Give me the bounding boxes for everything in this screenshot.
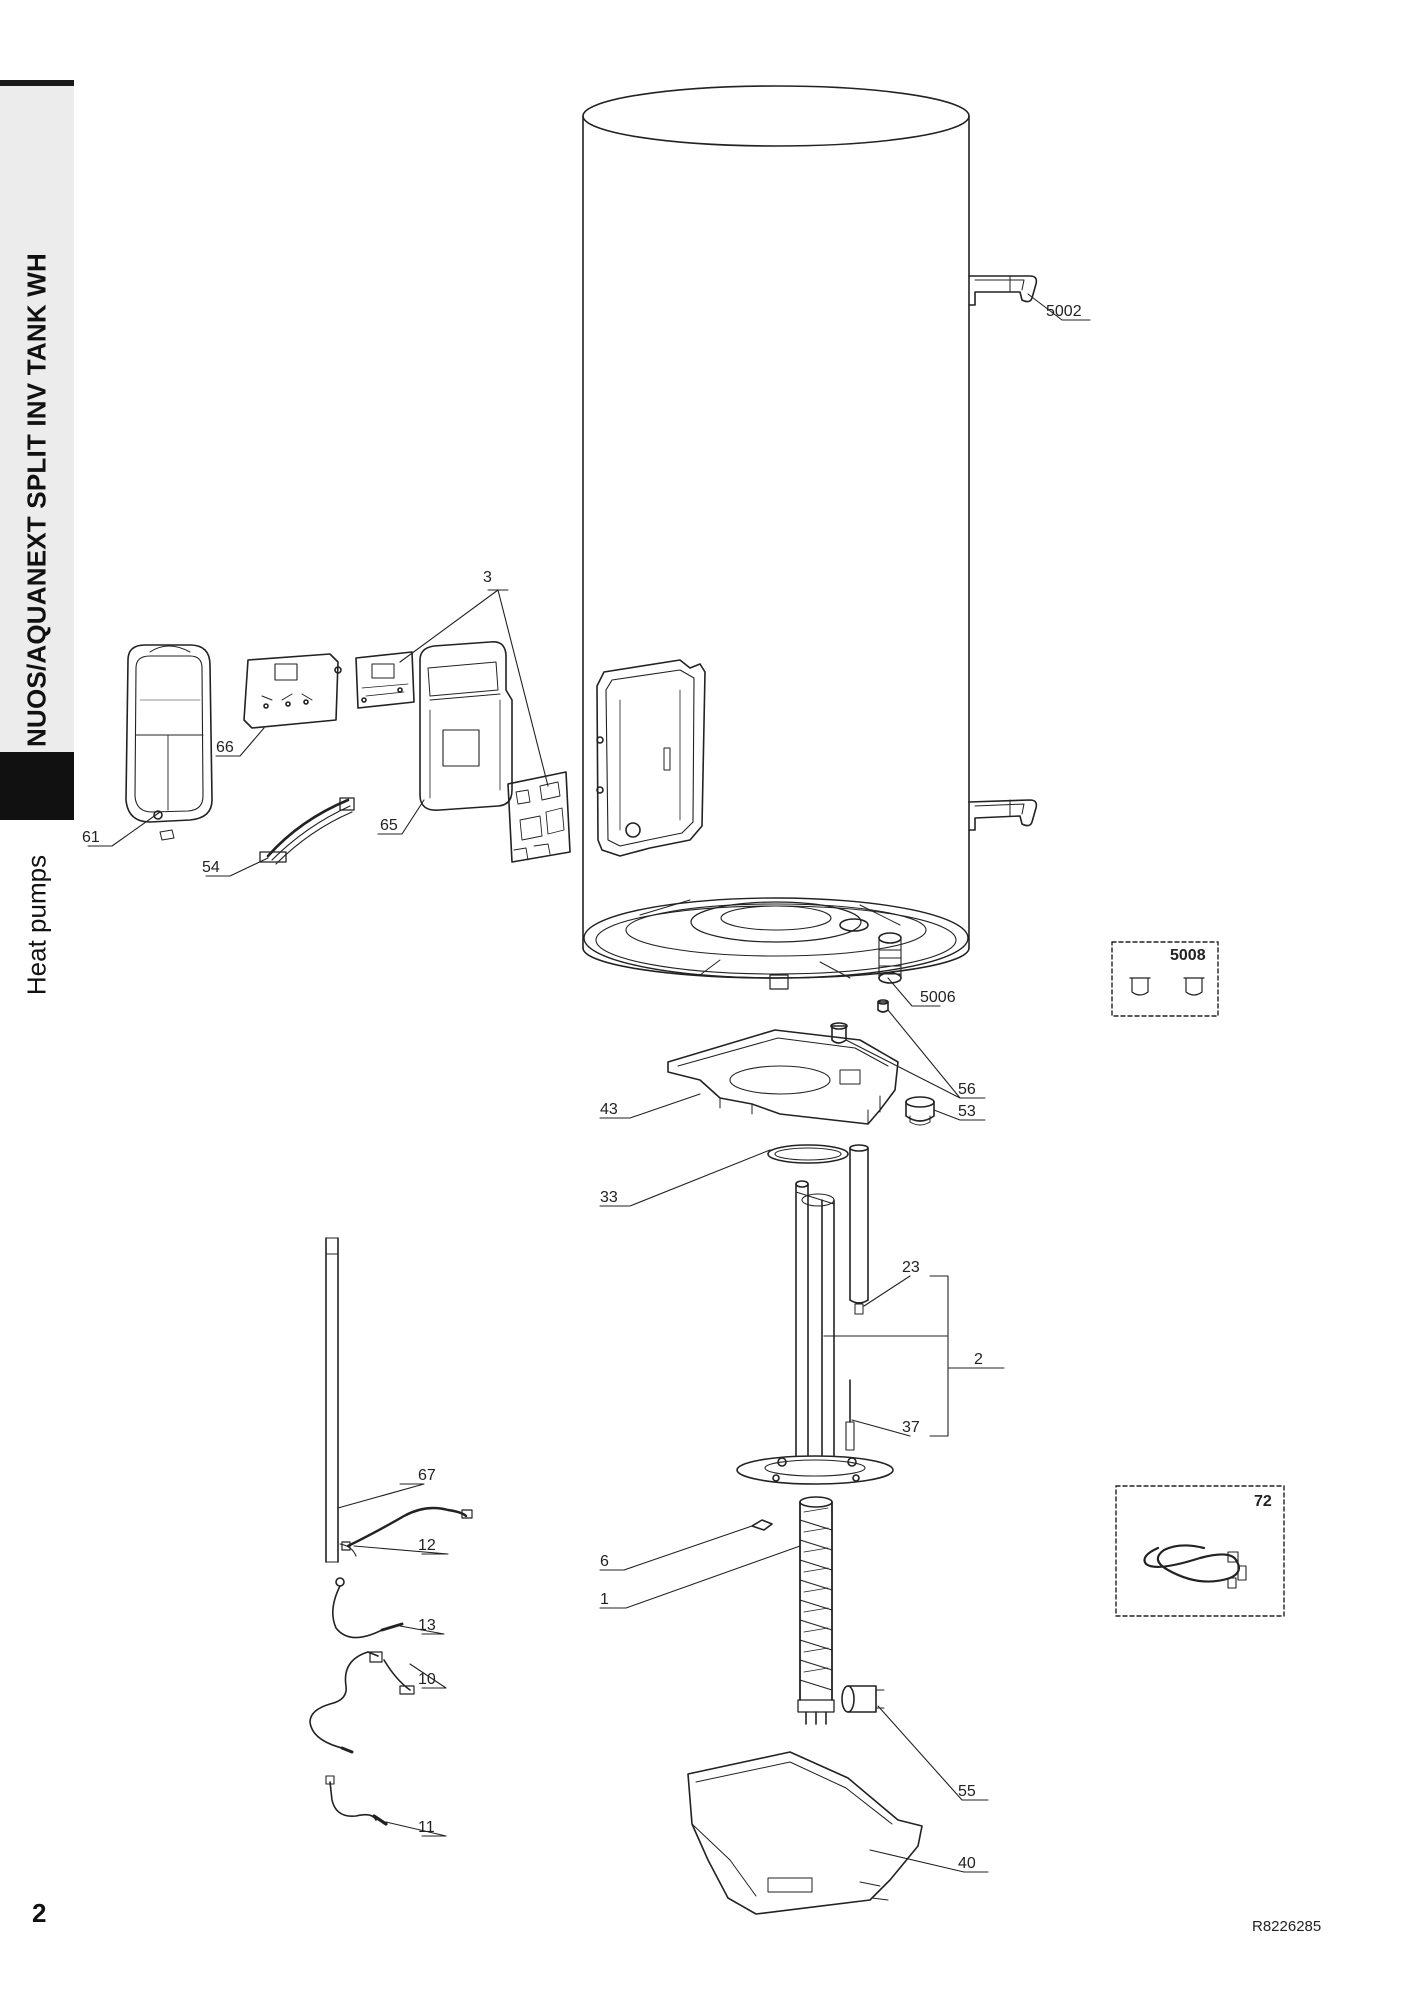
display-board-3a — [355, 651, 415, 709]
callout-72: 72 — [1254, 1493, 1272, 1510]
capacitor-55 — [841, 1685, 885, 1713]
anode-plug-56a — [830, 1022, 848, 1044]
anode-plug-56b — [877, 999, 889, 1013]
cable-10 — [309, 1651, 415, 1754]
cable-11 — [325, 1775, 388, 1826]
callout-11: 11 — [418, 1819, 435, 1836]
callout-2: 2 — [974, 1351, 983, 1368]
callout-3: 3 — [483, 569, 492, 586]
callout-43: 43 — [600, 1101, 618, 1118]
sidebar-block — [0, 752, 74, 820]
gasket-33 — [767, 1144, 849, 1164]
display-panel-66 — [243, 653, 342, 729]
cable-12 — [341, 1506, 473, 1551]
gasket-6 — [751, 1519, 773, 1531]
nut-53 — [905, 1096, 935, 1126]
callout-6: 6 — [600, 1553, 609, 1570]
callout-numbers: 3 61 66 54 65 5002 5006 56 53 43 33 23 2… — [82, 303, 1272, 1872]
callout-5006: 5006 — [920, 989, 956, 1006]
junction-box-frame — [596, 659, 706, 857]
wiring-harness-54 — [259, 797, 355, 865]
callout-37: 37 — [902, 1419, 920, 1436]
document-reference: R8226285 — [1252, 1918, 1322, 1935]
callout-61: 61 — [82, 829, 100, 846]
tank — [582, 85, 970, 990]
callout-5008: 5008 — [1170, 947, 1206, 964]
sensor-tube-67 — [325, 1237, 357, 1563]
callout-1: 1 — [600, 1591, 609, 1608]
callout-66: 66 — [216, 739, 234, 756]
callout-23: 23 — [902, 1259, 920, 1276]
wall-bracket-lower — [968, 799, 1038, 831]
callout-54: 54 — [202, 859, 220, 876]
cable-13 — [332, 1577, 404, 1639]
page-number: 2 — [32, 1898, 47, 1928]
callout-12: 12 — [418, 1537, 436, 1554]
callout-33: 33 — [600, 1189, 618, 1206]
rear-cover-65 — [419, 640, 513, 812]
front-cover-61 — [125, 644, 213, 841]
leader-lines — [87, 293, 1091, 1873]
callout-65: 65 — [380, 817, 398, 834]
callout-13: 13 — [418, 1617, 436, 1634]
heating-element-1 — [797, 1496, 835, 1725]
element-flange — [736, 1455, 894, 1485]
callout-56: 56 — [958, 1081, 976, 1098]
callout-55: 55 — [958, 1783, 976, 1800]
base-flange-43 — [667, 1029, 899, 1125]
bottom-cover-40 — [687, 1751, 923, 1915]
callout-53: 53 — [958, 1103, 976, 1120]
callout-10: 10 — [418, 1671, 436, 1688]
parts-kit-box-5008 — [1111, 941, 1219, 1017]
wall-bracket-upper — [968, 275, 1038, 306]
anode-23 — [849, 1144, 869, 1315]
cable-kit-box-72 — [1115, 1485, 1285, 1617]
heating-element-2 — [795, 1180, 835, 1463]
callout-67: 67 — [418, 1467, 436, 1484]
thermostat-probe-37 — [845, 1379, 855, 1451]
callout-40: 40 — [958, 1855, 976, 1872]
callout-5002: 5002 — [1046, 303, 1082, 320]
sidebar-title-band: NUOS/AQUANEXT SPLIT INV TANK WH — [0, 80, 74, 754]
main-board-3b — [507, 771, 571, 863]
